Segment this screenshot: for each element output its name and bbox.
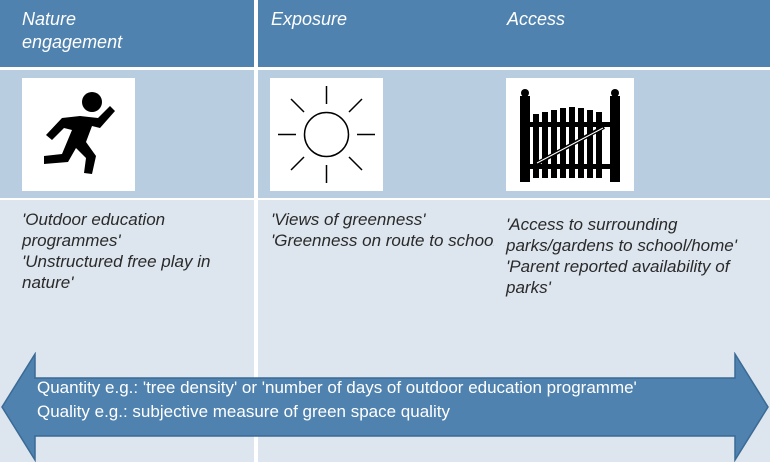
quality-label: Quality e.g.: subjective measure of gree… [37,402,450,421]
column-header-label: Access [507,9,566,29]
item-list: 'Access to surrounding parks/gardens to … [506,214,764,298]
sun-icon [270,78,383,191]
icon-band [494,70,770,198]
item-list: 'Views of greenness' 'Greenness on route… [271,209,506,251]
list-item: 'Access to surrounding parks/gardens to … [506,215,737,255]
list-item: 'Greenness on route to school' [271,231,501,250]
column-header-label: Exposure [271,9,348,29]
double-arrow-icon [1,352,769,462]
running-person-icon [22,78,135,191]
column-header: Access [494,0,770,67]
list-item: 'Parent reported availability of parks' [506,257,730,297]
gate-icon [506,78,634,191]
item-list: 'Outdoor education programmes' 'Unstruct… [22,209,248,293]
list-item: 'Views of greenness' [271,210,426,229]
arrow-text: Quantity e.g.: 'tree density' or 'number… [37,376,730,424]
icon-band [0,70,254,198]
icon-band [258,70,512,198]
double-arrow-banner: Quantity e.g.: 'tree density' or 'number… [0,352,770,462]
column-header-label: Nature engagement [22,9,123,52]
column-header: Exposure [258,0,512,67]
column-header: Nature engagement [0,0,254,67]
list-item: 'Unstructured free play in nature' [22,252,211,292]
quantity-label: Quantity e.g.: 'tree density' or 'number… [37,378,637,397]
list-item: 'Outdoor education programmes' [22,210,166,250]
